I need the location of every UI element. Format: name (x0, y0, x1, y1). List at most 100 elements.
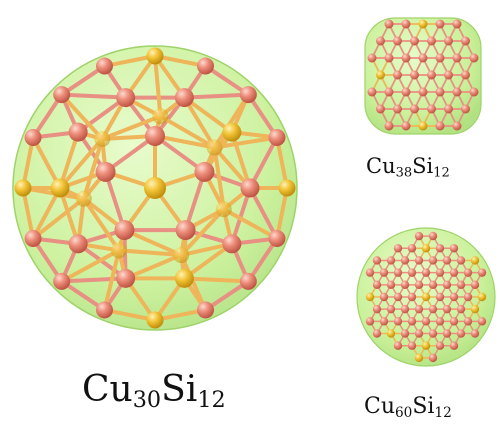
cu60si12-cu-atom (379, 292, 389, 302)
cu38si12-cu-atom (469, 53, 479, 63)
cu60si12-cu-atom (407, 268, 417, 277)
cu60si12-cu-atom (456, 256, 466, 265)
cu38si12-si-atom (418, 121, 428, 131)
cu30si12-bond (31, 92, 64, 140)
cu38si12-cu-atom (461, 36, 470, 46)
cu30si12-bond (59, 92, 105, 141)
cu60si12-cu-atom (400, 280, 410, 290)
cu30si12-cu-atom (268, 128, 286, 146)
cu30si12-si-atom (75, 190, 92, 207)
cu30si12-bond (59, 248, 121, 284)
cu60si12-cu-atom (400, 256, 410, 265)
cu60si12-cu-atom (393, 317, 403, 326)
cu30si12-cu-atom (24, 230, 42, 248)
cu60si12-cu-atom (456, 304, 466, 314)
cu30si12-cu-atom (222, 234, 242, 254)
cu60si12-si-atom (365, 292, 375, 302)
cu30si12-bond (229, 186, 252, 246)
cu60si12-cu-atom (372, 329, 382, 338)
cu60si12-n2: 12 (434, 404, 452, 421)
cu60si12-cluster-model (356, 227, 496, 367)
cu30si12-cu-atom (268, 230, 286, 248)
cu60si12-cu-atom (414, 304, 424, 314)
cu30si12-bond (153, 134, 207, 174)
cu30si12-cu-atom (197, 57, 215, 75)
cu60si12-cu-atom (407, 244, 417, 253)
cu30si12-bond (59, 92, 128, 100)
cu38si12-cu-atom (401, 53, 411, 63)
cu38si12-el1: Cu (366, 154, 396, 178)
cu30si12-bond (212, 135, 279, 150)
cu60si12-cu-atom (435, 341, 445, 350)
cu38si12-cu-atom (410, 36, 419, 46)
cu38si12-cu-atom (376, 104, 385, 114)
cu60si12-cu-atom (393, 292, 403, 302)
cu38si12-cu-atom (452, 19, 462, 29)
cu60si12-cu-atom (449, 317, 459, 326)
cu38si12-cu-atom (384, 121, 394, 131)
cu38si12-el2: Si (412, 154, 434, 178)
cu38si12-cu-atom (376, 36, 385, 46)
cu30si12-cu-atom (116, 268, 136, 288)
cu30si12-bond (248, 186, 279, 241)
cu30si12-bond (102, 307, 157, 322)
cu60si12-cu-atom (379, 268, 389, 277)
cu38si12-cu-atom (410, 70, 419, 80)
cu60si12-si-atom (421, 341, 431, 350)
cu38si12-cu-atom (461, 70, 470, 80)
cu60si12-cu-atom (414, 231, 424, 241)
cu30si12-si-atom (278, 179, 296, 197)
cu38si12-cu-atom (384, 87, 394, 97)
cu38si12-cu-atom (367, 87, 377, 97)
cu30si12-bond (153, 307, 208, 322)
cu60si12-cu-atom (393, 244, 403, 253)
cu38si12-cu-atom (435, 121, 445, 131)
cu30si12-bond (102, 54, 157, 69)
cu30si12-bond (31, 236, 64, 284)
cu60si12-cu-atom (400, 304, 410, 314)
cu30si12-bond (21, 186, 36, 241)
cu60si12-cu-atom (386, 256, 396, 265)
cu30si12-cu-atom (95, 57, 113, 75)
cu30si12-bond (229, 130, 252, 190)
cu30si12-el1: Cu (82, 369, 133, 410)
cu60si12-cu-atom (393, 341, 403, 350)
cu60si12-cu-atom (414, 256, 424, 265)
cu38si12-cu-atom (401, 121, 411, 131)
cu38si12-cu-atom (435, 87, 445, 97)
cu30si12-bond (153, 54, 208, 69)
cu30si12-si-atom (174, 268, 194, 288)
cu60si12-cu-atom (428, 280, 438, 290)
cu60si12-cu-atom (442, 329, 452, 338)
cu60si12-si-atom (421, 292, 431, 302)
cu30si12-label: Cu30Si12 (82, 372, 226, 412)
cu30si12-cu-atom (239, 272, 257, 290)
cu30si12-bond (158, 114, 217, 150)
cu30si12-cu-atom (68, 234, 88, 254)
cu60si12-cu-atom (428, 353, 438, 363)
cu30si12-bond (182, 95, 234, 135)
cu60si12-cu-atom (372, 304, 382, 314)
cu38si12-si-atom (418, 19, 428, 29)
cu38si12-si-atom (376, 70, 385, 80)
cu38si12-cu-atom (427, 36, 436, 46)
cu60si12-cu-atom (442, 280, 452, 290)
cu30si12-si-atom (215, 201, 232, 218)
cu30si12-bond (182, 241, 234, 281)
cu30si12-bond (58, 186, 81, 246)
cu38si12-cu-atom (367, 53, 377, 63)
cu30si12-cu-atom (240, 178, 260, 198)
cu30si12-bond (182, 95, 217, 150)
cu60si12-cu-atom (386, 280, 396, 290)
cu38si12-cu-atom (435, 19, 445, 29)
cu30si12-bond (21, 135, 36, 190)
cu60si12-el1: Cu (364, 394, 396, 419)
cu30si12-bond (182, 92, 251, 100)
cu30si12-bond (246, 236, 279, 284)
cu38si12-cu-atom (435, 53, 445, 63)
cu60si12-cu-atom (414, 280, 424, 290)
cu30si12-bond (274, 186, 289, 241)
cu30si12-bond (153, 54, 163, 119)
cu60si12-cu-atom (421, 317, 431, 326)
